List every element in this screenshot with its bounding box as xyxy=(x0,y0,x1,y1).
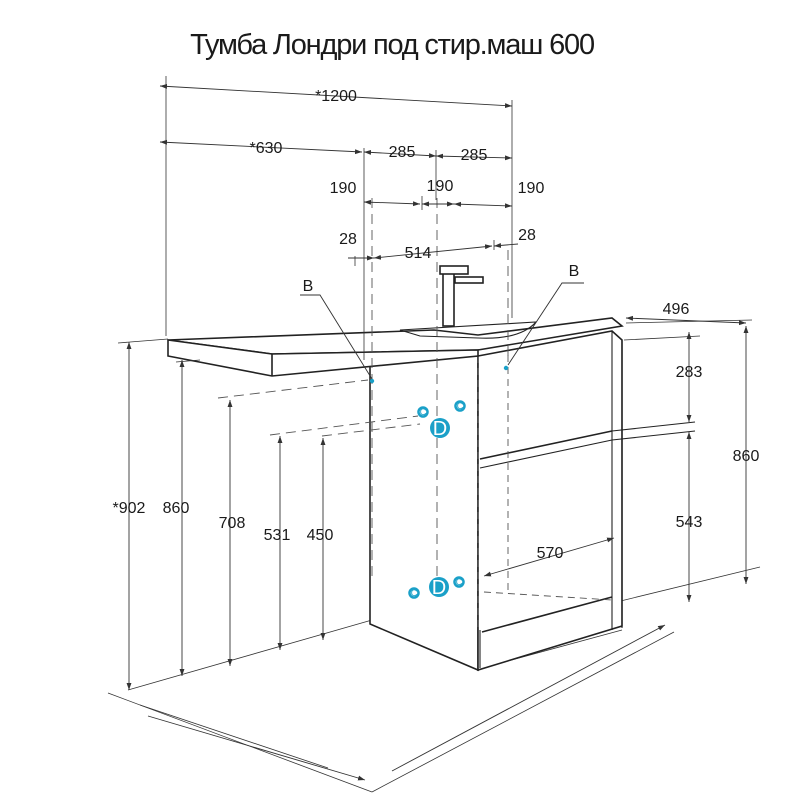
callout-b-left: B xyxy=(303,278,314,295)
dim-gap-left: 190 xyxy=(330,180,357,197)
dim-inset-right: 28 xyxy=(518,227,536,244)
dim-total-height: 860 xyxy=(163,500,190,517)
right-height-dimensions: 283 543 860 570 xyxy=(483,326,760,602)
callout-b-right: B xyxy=(569,263,580,280)
dim-gap-right: 190 xyxy=(518,180,545,197)
drawer-unit xyxy=(477,330,623,672)
upper-water-connection: C C D xyxy=(417,400,466,440)
point-b-right xyxy=(503,365,509,371)
countertop xyxy=(167,265,624,377)
dim-total-width: *1200 xyxy=(315,88,357,105)
dim-gap-mid: 190 xyxy=(427,178,454,195)
dim-height-450: 450 xyxy=(307,527,334,544)
dim-total-height-left: *902 xyxy=(113,500,146,517)
dim-drawer-top: 283 xyxy=(676,364,703,381)
dim-half-left: 285 xyxy=(389,144,416,161)
dim-depth: 496 xyxy=(663,301,690,318)
dim-inner-width: 514 xyxy=(405,245,432,262)
svg-text:C: C xyxy=(411,588,418,598)
dim-height-708: 708 xyxy=(219,515,246,532)
top-dimensions: *1200 *630 285 285 190 190 190 28 514 28… xyxy=(159,76,753,360)
svg-text:C: C xyxy=(456,577,463,587)
svg-text:C: C xyxy=(457,401,464,411)
drain-connection-upper xyxy=(430,418,450,438)
left-height-dimensions: *902 860 708 531 450 xyxy=(113,338,334,690)
dim-machine-depth: 570 xyxy=(537,545,564,562)
dim-half-right: 285 xyxy=(461,147,488,164)
cabinet xyxy=(369,330,696,672)
hidden-lines xyxy=(217,198,509,580)
dim-height-531: 531 xyxy=(264,527,291,544)
dim-lower-section: 543 xyxy=(676,514,703,531)
connection-points: C C D C C D xyxy=(369,365,509,599)
lower-water-connection: C C D xyxy=(408,576,465,599)
svg-text:D: D xyxy=(432,577,446,599)
dim-left-part: *630 xyxy=(250,140,283,157)
dim-right-height: 860 xyxy=(733,448,760,465)
drain-connection-lower xyxy=(429,577,449,597)
faucet xyxy=(439,265,484,327)
sink-bowl xyxy=(399,321,538,339)
drawing-title: Тумба Лондри под стир.маш 600 xyxy=(190,29,594,61)
floor-guides xyxy=(107,566,761,793)
svg-text:D: D xyxy=(433,418,447,440)
dim-inset-left: 28 xyxy=(339,231,357,248)
callouts: B B xyxy=(300,263,584,380)
svg-text:C: C xyxy=(420,407,427,417)
point-b-left xyxy=(369,378,375,384)
